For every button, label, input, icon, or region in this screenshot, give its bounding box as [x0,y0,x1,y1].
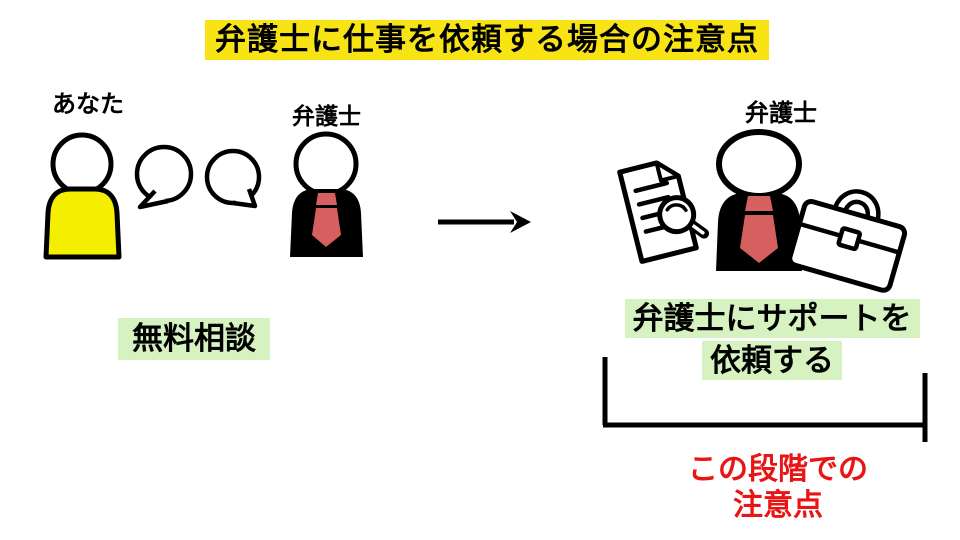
lawyer-right-tie [740,215,778,263]
briefcase-clasp [836,226,863,252]
page-title-text: 弁護士に仕事を依頼する場合の注意点 [215,22,759,57]
document-search-icon [617,160,710,264]
label-lawyer-right: 弁護士 [745,100,817,127]
label-lawyer-left: 弁護士 [292,103,361,129]
lawyer-right-tie-knot [745,196,773,211]
page-title: 弁護士に仕事を依頼する場合の注意点 [205,20,769,60]
caption-request-support: 弁護士にサポートを 依頼する [622,299,922,380]
lawyer-figure-right [716,129,802,271]
you-body [43,186,122,260]
caption-request-support-line1: 弁護士にサポートを [624,299,920,338]
speech-bubble-right-icon [204,148,262,209]
lawyer-left-tie-knot [316,193,337,205]
caption-free-consultation: 無料相談 [118,318,270,360]
you-head [50,132,114,196]
lawyer-right-head [716,129,802,199]
you-figure [43,132,122,260]
briefcase-handle-inner [836,193,877,222]
caption-request-support-line2: 依頼する [702,341,842,380]
label-you: あなた [52,91,124,118]
lawyer-left-head [293,131,359,197]
note-stage-line2: 注意点 [733,489,823,522]
note-stage-line1: この段階での [688,453,868,486]
arrow-right-icon [438,211,531,233]
document-fold [654,160,681,183]
bracket-underline [602,357,928,442]
note-stage-attention: この段階での 注意点 [628,452,928,524]
magnifier-glare [665,203,688,213]
speech-bubble-left-icon [134,144,194,210]
briefcase-icon [787,189,908,293]
lawyer-figure-left [290,131,363,257]
lawyer-left-tie [312,208,341,247]
